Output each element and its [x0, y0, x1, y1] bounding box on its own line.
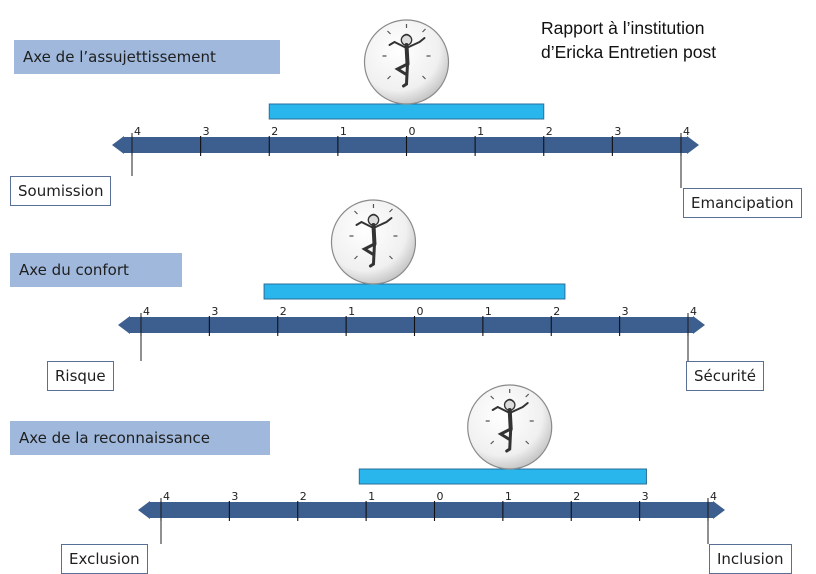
dancing-man-in-bubble-icon [330, 199, 417, 285]
tick-label: 4 [163, 490, 170, 503]
axis-title: Axe de l’assujettissement [14, 40, 280, 74]
right-end-label: Inclusion [709, 544, 792, 574]
range-bar [358, 468, 647, 485]
tick-label: 2 [300, 490, 307, 503]
tick-label: 1 [368, 490, 375, 503]
tick-label: 0 [417, 305, 424, 318]
tick-label: 1 [348, 305, 355, 318]
tick-label: 4 [143, 305, 150, 318]
tick-label: 3 [642, 490, 649, 503]
dancing-man-in-bubble-icon [363, 19, 450, 105]
tick-label: 4 [690, 305, 697, 318]
diagram-title: Rapport à l’institution d’Ericka Entreti… [541, 16, 716, 64]
tick-label: 4 [683, 125, 690, 138]
tick-label: 4 [134, 125, 141, 138]
tick-label: 1 [505, 490, 512, 503]
right-end-label: Sécurité [686, 361, 764, 391]
tick-label: 2 [280, 305, 287, 318]
right-end-label: Emancipation [683, 188, 802, 218]
tick-label: 1 [477, 125, 484, 138]
tick-label: 0 [409, 125, 416, 138]
tick-label: 1 [485, 305, 492, 318]
axis-arrow [112, 136, 699, 154]
tick-label: 3 [231, 490, 238, 503]
tick-label: 3 [622, 305, 629, 318]
range-bar [263, 283, 566, 300]
axis-arrow [118, 316, 705, 334]
title-line-1: Rapport à l’institution [541, 18, 705, 38]
left-end-label: Risque [47, 361, 114, 391]
axis-arrow [138, 501, 725, 519]
left-end-label: Soumission [10, 176, 112, 206]
axis-group-3: 4 3 2 1 0 1 2 3 4 [138, 384, 725, 544]
tick-label: 3 [203, 125, 210, 138]
axis-group-1: 4 3 2 1 0 1 2 3 4 [112, 19, 699, 188]
tick-label: 2 [546, 125, 553, 138]
tick-label: 2 [573, 490, 580, 503]
tick-label: 0 [437, 490, 444, 503]
tick-label: 3 [211, 305, 218, 318]
title-line-2: d’Ericka Entretien post [541, 42, 717, 62]
tick-label: 3 [614, 125, 621, 138]
tick-label: 4 [710, 490, 717, 503]
dancing-man-in-bubble-icon [467, 384, 553, 470]
range-bar [268, 103, 545, 120]
axis-group-2: 4 3 2 1 0 1 2 3 4 [118, 199, 705, 361]
tick-label: 2 [271, 125, 278, 138]
tick-label: 2 [553, 305, 560, 318]
axis-title: Axe du confort [10, 253, 182, 287]
left-end-label: Exclusion [61, 544, 148, 574]
axis-title: Axe de la reconnaissance [10, 421, 270, 455]
tick-label: 1 [340, 125, 347, 138]
